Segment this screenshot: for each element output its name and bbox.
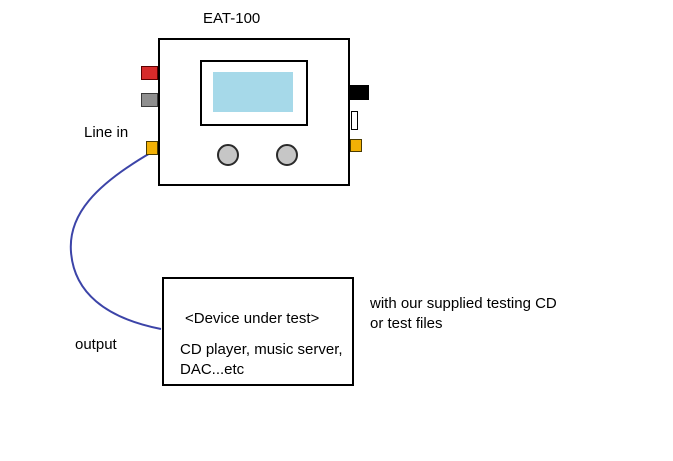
connector-white [351,111,358,130]
dut-description-line2: DAC...etc [180,361,245,378]
device-title: EAT-100 [203,10,261,27]
dut-box [162,277,354,386]
cable-path [69,151,162,330]
connector-black [350,85,369,100]
connector-line-in [146,141,158,155]
dut-description-line1: CD player, music server, [180,341,343,358]
output-label: output [75,336,117,353]
knob-left [217,144,239,166]
dut-title: <Device under test> [185,310,320,327]
connector-red [141,66,158,80]
line-in-label: Line in [84,124,129,141]
device-screen [213,72,293,112]
note-line2: or test files [370,315,443,332]
connector-gray [141,93,158,107]
knob-right [276,144,298,166]
note-line1: with our supplied testing CD [370,295,557,312]
connector-yellow-right [350,139,362,152]
